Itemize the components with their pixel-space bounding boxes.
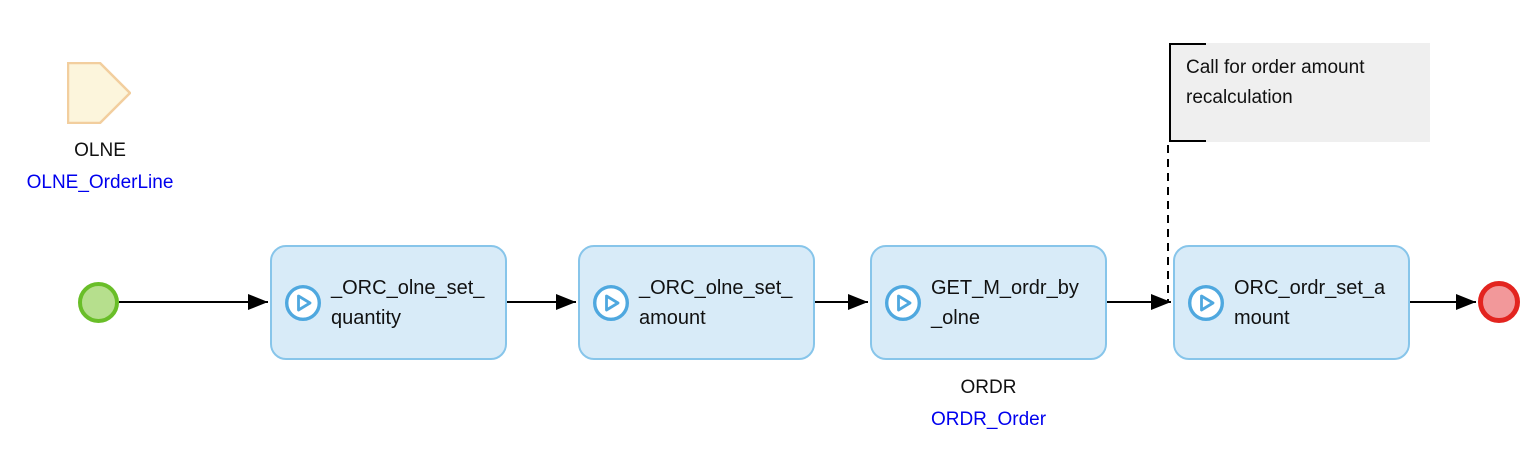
- task3-entity-link[interactable]: ORDR_Order: [930, 409, 1047, 430]
- play-circle-icon: [885, 284, 921, 321]
- data-object-entity-link[interactable]: OLNE_OrderLine: [26, 172, 174, 193]
- task-label: _ORC_olne_set_quantity: [331, 276, 485, 329]
- data-object-olne[interactable]: [67, 62, 131, 124]
- data-object-code-label: OLNE: [74, 140, 126, 161]
- start-event[interactable]: [78, 282, 119, 323]
- task-get-m-ordr-by-olne[interactable]: GET_M_ordr_by_olne: [870, 245, 1107, 360]
- task-orc-olne-set-quantity[interactable]: _ORC_olne_set_quantity: [270, 245, 507, 360]
- task-orc-olne-set-amount[interactable]: _ORC_olne_set_amount: [578, 245, 815, 360]
- task-orc-ordr-set-amount[interactable]: ORC_ordr_set_amount: [1173, 245, 1410, 360]
- text-annotation[interactable]: Call for order amount recalculation: [1169, 43, 1430, 142]
- play-circle-icon: [285, 284, 321, 321]
- pentagon-tag-icon: [67, 62, 131, 124]
- task-label: _ORC_olne_set_amount: [639, 276, 793, 329]
- play-circle-icon: [1188, 284, 1224, 321]
- play-circle-icon: [593, 284, 629, 321]
- annotation-text: Call for order amount recalculation: [1186, 57, 1365, 108]
- task-label: ORC_ordr_set_amount: [1234, 276, 1386, 329]
- end-event[interactable]: [1478, 281, 1520, 323]
- annotation-bracket-icon: [1169, 43, 1206, 142]
- task3-entity-code-label: ORDR: [960, 377, 1017, 398]
- task-label: GET_M_ordr_by_olne: [931, 276, 1079, 329]
